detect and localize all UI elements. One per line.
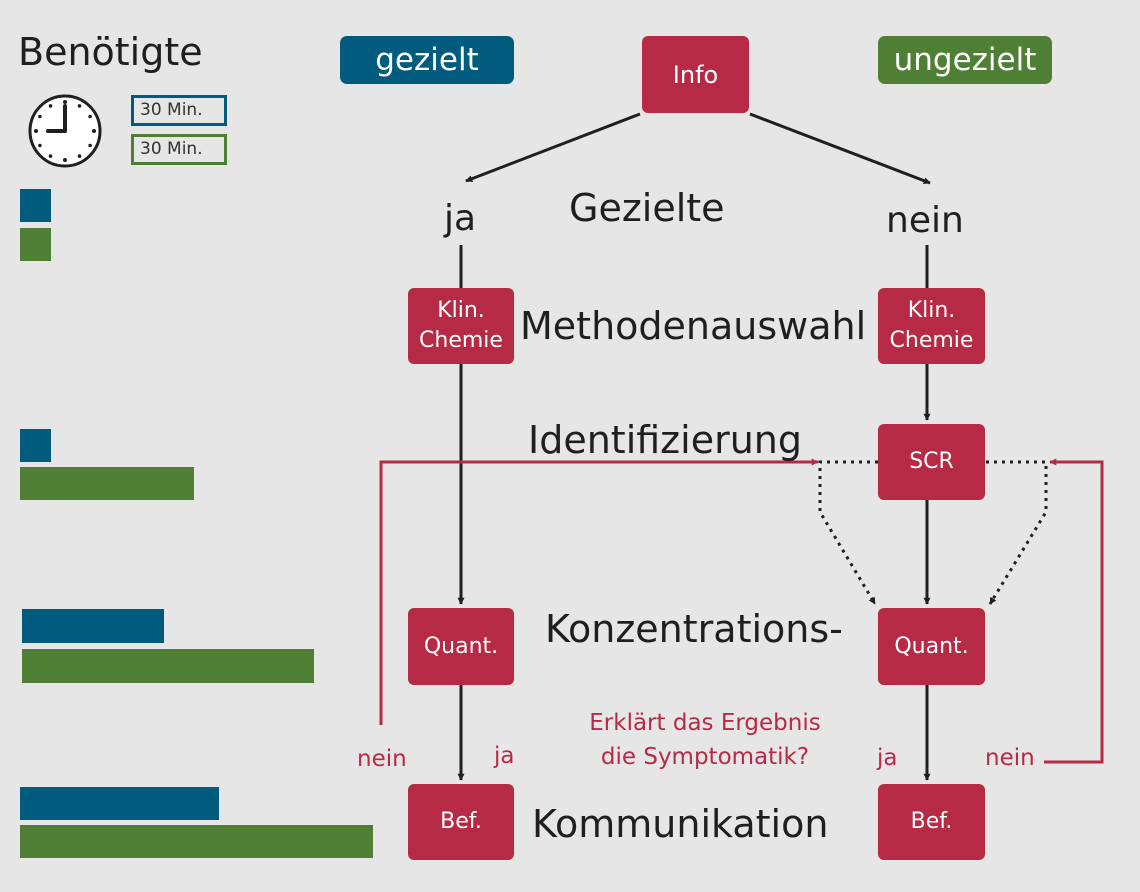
feedback-loop-left: [379, 458, 819, 725]
node-chem-right-line1: Klin.: [907, 298, 956, 323]
tag-untargeted: ungezielt: [878, 36, 1052, 84]
dotted-path-right: [986, 460, 1048, 605]
feedback-no-left: nein: [357, 746, 407, 772]
stage-identification-label: Identifizierung: [528, 418, 802, 462]
bar-communication-targeted: [20, 787, 219, 820]
node-scr: SCR: [878, 424, 985, 500]
legend-title: Benötigte: [18, 30, 203, 74]
time-box-targeted: 30 Min.: [131, 95, 227, 126]
stage-concentration-label: Konzentrations-: [545, 607, 843, 651]
clock-icon: [28, 94, 102, 168]
feedback-question: Erklärt das Ergebnis die Symptomatik?: [560, 706, 850, 774]
node-bef-right: Bef.: [878, 784, 985, 860]
node-quant-left: Quant.: [408, 608, 514, 685]
bar-communication-untargeted: [20, 825, 373, 858]
bar-identification-untargeted: [20, 467, 194, 500]
decision-question-label: Gezielte: [569, 186, 725, 230]
stage-method-label: Methodenauswahl: [520, 304, 867, 348]
time-box-untargeted: 30 Min.: [131, 134, 227, 165]
arrow-info-to-no: [749, 112, 931, 185]
stage-communication-label: Kommunikation: [532, 802, 829, 846]
arrow-info-to-yes: [465, 112, 641, 183]
feedback-yes-right: ja: [877, 745, 898, 771]
feedback-question-line1: Erklärt das Ergebnis: [589, 710, 821, 736]
feedback-no-right: nein: [985, 745, 1035, 771]
feedback-loop-right: [1044, 458, 1104, 764]
node-chem-left-line2: Chemie: [419, 328, 503, 353]
bar-identification-targeted: [20, 429, 51, 462]
feedback-yes-left: ja: [494, 743, 515, 769]
node-bef-left: Bef.: [408, 784, 514, 860]
bar-concentration-untargeted: [22, 649, 314, 683]
bar-method-untargeted: [20, 228, 51, 261]
node-chem-left: Klin. Chemie: [408, 288, 514, 364]
feedback-question-line2: die Symptomatik?: [600, 744, 810, 770]
node-quant-right: Quant.: [878, 608, 985, 685]
node-info: Info: [642, 36, 749, 113]
tag-targeted: gezielt: [340, 36, 514, 84]
branch-no-label: nein: [886, 200, 964, 241]
branch-yes-label: ja: [444, 198, 477, 239]
bar-method-targeted: [20, 189, 51, 222]
node-chem-right-line2: Chemie: [889, 328, 974, 353]
bar-concentration-targeted: [22, 609, 164, 643]
node-chem-left-line1: Klin.: [437, 298, 485, 323]
dotted-path-left: [818, 460, 878, 605]
node-chem-right: Klin. Chemie: [878, 288, 985, 364]
